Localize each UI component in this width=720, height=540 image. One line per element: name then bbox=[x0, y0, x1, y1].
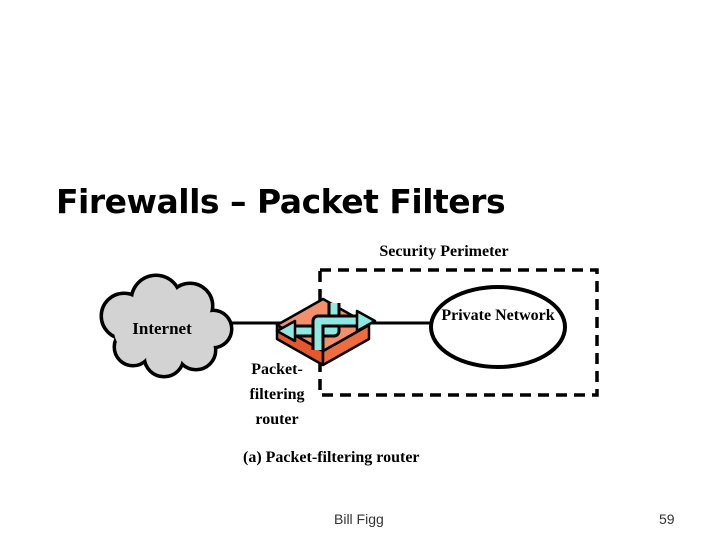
private-network-label: Private Network bbox=[441, 307, 555, 324]
packet-filter-diagram: Security Perimeter Internet Private Netw… bbox=[0, 230, 720, 480]
arrow-left-head bbox=[275, 319, 297, 343]
diagram-caption: (a) Packet-filtering router bbox=[243, 449, 420, 466]
private-network-ellipse bbox=[429, 285, 567, 369]
footer-author: Bill Figg bbox=[334, 511, 384, 527]
cloud-shape bbox=[103, 277, 230, 375]
arrow-right-head bbox=[355, 309, 377, 333]
router-icon bbox=[275, 297, 377, 367]
arrow-right-shaft bbox=[314, 317, 357, 350]
slide-title: Firewalls – Packet Filters bbox=[56, 182, 506, 221]
internet-label: Internet bbox=[132, 319, 192, 338]
arrow-left-shaft bbox=[293, 303, 338, 335]
diagram-canvas bbox=[99, 268, 599, 397]
footer-page-number: 59 bbox=[659, 511, 675, 527]
router-label: Packet- filtering router bbox=[249, 361, 305, 428]
security-perimeter-label: Security Perimeter bbox=[379, 243, 509, 260]
